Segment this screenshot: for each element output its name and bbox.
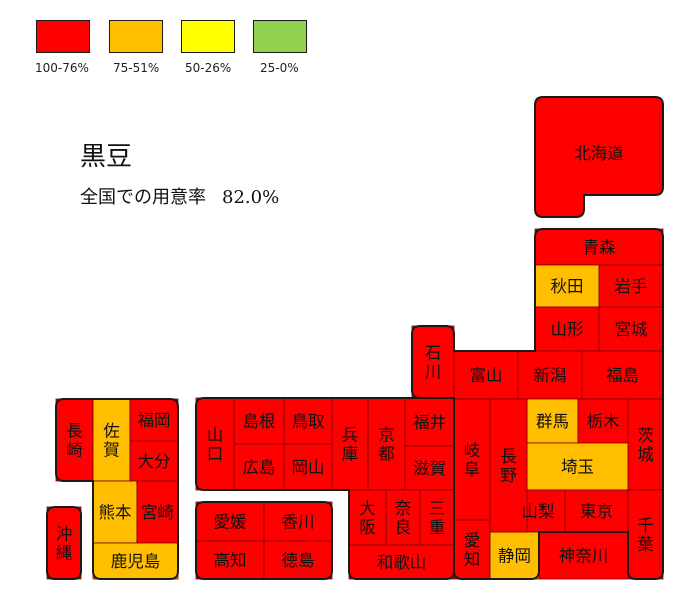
prefecture-label-fukushima: 福島 [606,366,639,385]
map-title: 黒豆 [80,142,133,172]
prefecture-label-gifu: 岐阜 [464,441,481,479]
prefecture-label-nagasaki: 長崎 [66,422,83,460]
prefecture-label-shimane: 島根 [243,412,276,431]
prefecture-label-oita: 大分 [138,452,171,471]
prefecture-okinawa [46,506,82,580]
prefecture-saga [92,398,131,482]
prefecture-fukui [404,397,455,447]
prefecture-kumamoto [92,480,138,544]
prefecture-label-niigata: 新潟 [534,366,567,385]
map-subtitle: 全国での用意率 82.0% [80,183,279,209]
prefecture-label-toyama: 富山 [470,366,503,385]
prefecture-kanagawa [538,531,629,580]
national-rate-value: 82.0% [222,187,280,208]
prefecture-nagasaki [55,398,94,482]
prefecture-label-miyazaki: 宮崎 [141,503,174,522]
prefecture-kagawa [263,501,333,542]
prefecture-ishikawa [411,325,455,399]
prefecture-gunma [526,398,579,444]
prefecture-label-ibaraki: 茨城 [637,426,654,464]
legend-label-high: 100-76% [35,61,89,75]
prefecture-label-ehime: 愛媛 [214,513,247,532]
prefecture-label-hiroshima: 広島 [243,458,276,477]
prefecture-label-tottori: 鳥取 [292,412,325,431]
prefecture-nara [385,489,421,546]
prefecture-saitama [526,442,629,491]
prefecture-label-yamagata: 山形 [551,320,584,339]
prefecture-label-osaka: 大阪 [359,499,376,537]
prefecture-label-kanagawa: 神奈川 [559,547,609,566]
prefecture-label-yamanashi: 山梨 [522,502,555,521]
prefecture-miyagi [598,306,664,352]
region-outline-4 [55,398,179,580]
prefecture-toyama [453,350,519,400]
region-outline-3 [195,501,333,580]
prefecture-chiba [627,489,664,580]
prefecture-label-saga: 佐賀 [103,422,120,460]
legend-label-lowest: 25-0% [260,61,299,75]
prefecture-tottori [283,397,333,445]
prefecture-label-tokyo: 東京 [580,502,613,521]
prefecture-nagano [489,398,528,533]
region-outline-5 [46,506,82,580]
legend-label-low: 50-26% [185,61,232,75]
prefecture-label-fukui: 福井 [413,413,446,432]
prefecture-label-tochigi: 栃木 [587,412,620,431]
region-outline-1 [411,228,664,580]
prefecture-kyoto [367,397,406,491]
prefecture-label-nagano: 長野 [500,447,517,485]
prefecture-label-okinawa: 沖縄 [56,525,73,563]
legend-label-mid: 75-51% [113,61,160,75]
prefecture-wakayama [348,544,455,580]
legend-swatch-lowest [253,20,307,53]
national-rate-label: 全国での用意率 [80,187,206,208]
prefecture-niigata [517,350,583,400]
prefecture-hiroshima [233,443,285,491]
prefecture-label-kyoto: 京都 [378,426,395,464]
prefecture-label-aomori: 青森 [583,238,617,257]
prefecture-label-iwate: 岩手 [615,277,648,296]
legend-swatch-low [181,20,235,53]
prefecture-label-hokkaido: 北海道 [574,144,624,163]
prefecture-label-gunma: 群馬 [536,412,569,431]
legend-swatch-mid [109,20,163,53]
prefecture-hokkaido [534,96,664,218]
prefecture-label-mie: 三重 [429,499,446,537]
prefecture-label-aichi: 愛知 [464,531,481,569]
prefecture-label-okayama: 岡山 [292,458,325,477]
prefecture-fukushima [581,350,664,400]
prefecture-shimane [233,397,285,445]
legend-swatch-high [36,20,90,53]
prefecture-kochi [195,540,265,580]
prefecture-tokyo [564,489,629,533]
prefecture-label-hyogo: 兵庫 [342,426,359,464]
prefecture-label-saitama: 埼玉 [561,458,594,477]
prefecture-label-kagoshima: 鹿児島 [111,552,161,571]
prefecture-label-yamaguchi: 山口 [207,426,224,464]
prefecture-label-kumamoto: 熊本 [99,503,132,522]
prefecture-label-wakayama: 和歌山 [377,553,427,572]
prefecture-label-ishikawa: 石川 [425,344,442,382]
prefecture-label-kagawa: 香川 [282,513,315,532]
region-outline-2 [195,397,455,580]
prefecture-label-fukuoka: 福岡 [138,411,171,430]
prefecture-gifu [453,398,491,521]
prefecture-label-nara: 奈良 [395,499,412,537]
prefecture-label-shiga: 滋賀 [413,459,446,478]
prefecture-okayama [283,443,333,491]
prefecture-label-akita: 秋田 [551,277,584,296]
prefecture-label-chiba: 千葉 [637,516,654,554]
prefecture-label-kochi: 高知 [214,551,247,570]
prefecture-label-shizuoka: 静岡 [498,547,531,566]
prefecture-fukuoka [129,398,179,442]
prefecture-label-tokushima: 徳島 [282,551,315,570]
prefecture-label-miyagi: 宮城 [615,320,648,339]
prefecture-tochigi [577,398,629,444]
